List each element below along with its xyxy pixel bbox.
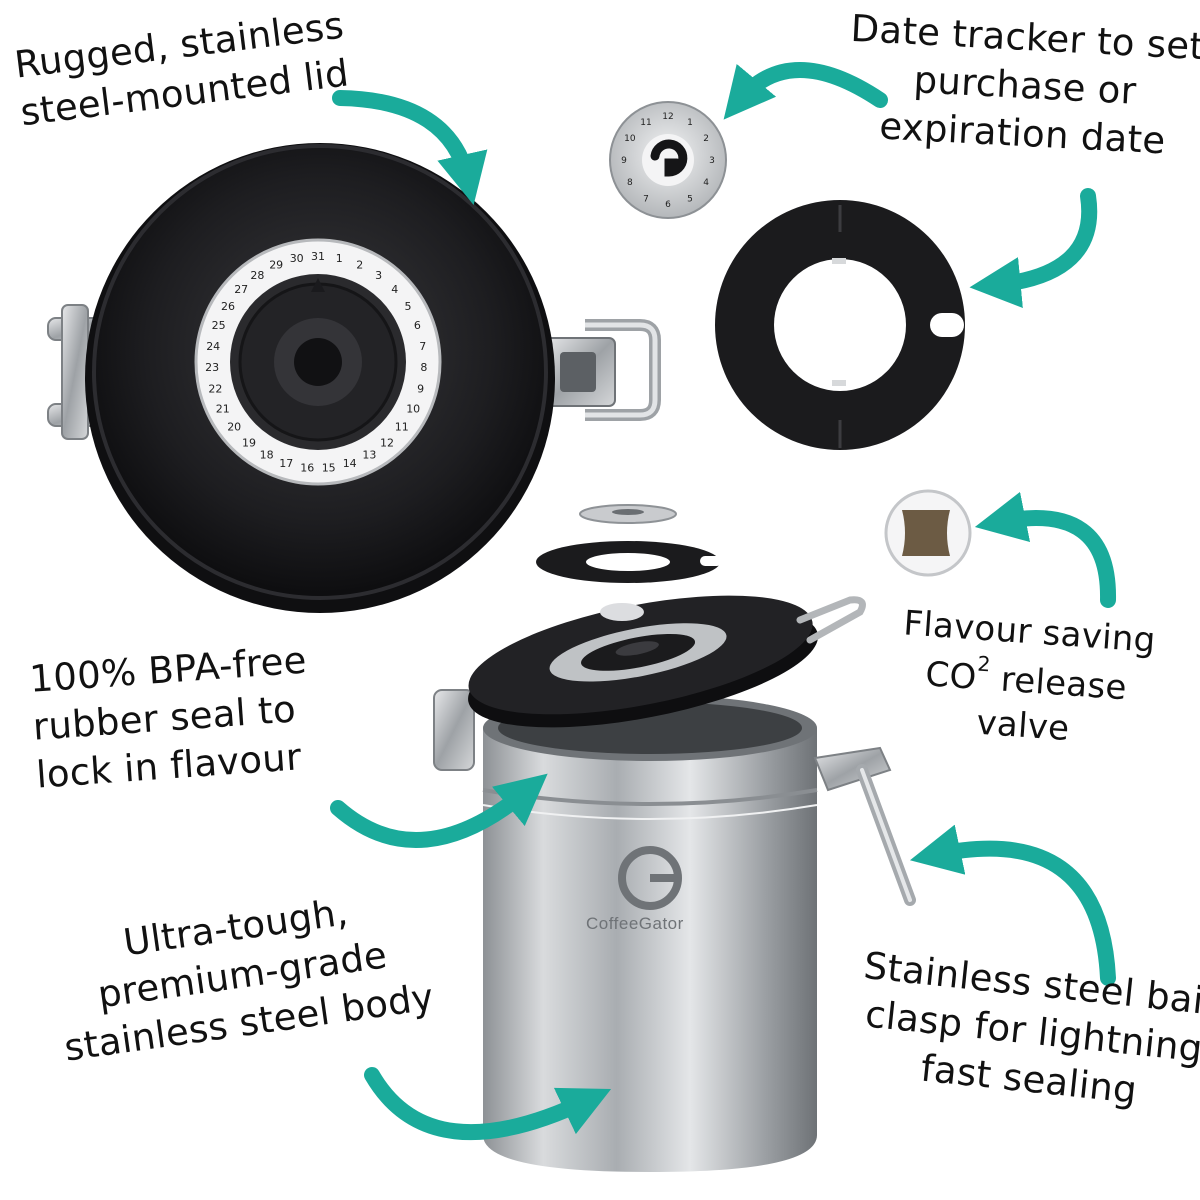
dial-numeral: 1 xyxy=(687,118,693,128)
dial-numeral: 17 xyxy=(279,457,293,470)
callout-arrows xyxy=(330,62,1117,1141)
dial-numeral: 6 xyxy=(414,319,421,332)
dial-numeral: 12 xyxy=(662,112,673,122)
dial-numeral: 15 xyxy=(322,461,336,474)
co2-prefix: CO xyxy=(924,654,978,699)
dial-numeral: 8 xyxy=(420,361,427,374)
dial-numeral: 14 xyxy=(343,457,357,470)
dial-numeral: 27 xyxy=(234,283,248,296)
arrow-date-tracker xyxy=(723,62,888,120)
dial-numeral: 5 xyxy=(405,300,412,313)
dial-numeral: 9 xyxy=(621,156,627,166)
arrow-lid xyxy=(332,90,488,205)
dial-numeral: 1 xyxy=(336,252,343,265)
coffee-canister xyxy=(433,595,916,1172)
co2-suffix: release xyxy=(988,659,1129,709)
dial-numeral: 25 xyxy=(212,319,226,332)
dial-numeral: 8 xyxy=(627,178,633,188)
dial-numeral: 10 xyxy=(624,134,636,144)
arrow-seal xyxy=(330,773,548,848)
co2-valve-part xyxy=(884,489,972,577)
dial-numeral: 7 xyxy=(419,340,426,353)
callout-date-tracker: Date tracker to set purchase or expirati… xyxy=(844,5,1200,168)
dial-numeral: 16 xyxy=(300,461,314,474)
dial-numeral: 12 xyxy=(380,436,394,449)
dial-numeral: 3 xyxy=(709,156,715,166)
dial-numeral: 28 xyxy=(250,269,264,282)
lid-clasp xyxy=(544,319,661,421)
date-tracker-ring xyxy=(715,200,965,450)
dial-numeral: 29 xyxy=(269,258,283,271)
arrow-body xyxy=(364,1067,612,1141)
dial-numeral: 5 xyxy=(687,194,693,204)
dial-numeral: 7 xyxy=(643,194,649,204)
dial-numeral: 9 xyxy=(417,382,424,395)
dial-numeral: 11 xyxy=(395,421,409,434)
arrow-clasp xyxy=(909,824,1116,986)
dial-numeral: 6 xyxy=(665,200,671,210)
exploded-valve-parts xyxy=(536,504,722,583)
dial-numeral: 23 xyxy=(205,361,219,374)
dial-numeral: 4 xyxy=(391,283,398,296)
dial-numeral: 2 xyxy=(356,258,363,271)
dial-numeral: 19 xyxy=(242,436,256,449)
dial-numeral: 30 xyxy=(290,252,304,265)
callout-seal: 100% BPA-free rubber seal to lock in fla… xyxy=(28,637,315,800)
dial-numeral: 26 xyxy=(221,300,235,313)
dial-numeral: 22 xyxy=(208,382,222,395)
callout-valve: Flavour saving CO2 release valve xyxy=(895,601,1157,756)
brand-logo-text: CoffeeGator xyxy=(586,914,684,933)
dial-numeral: 24 xyxy=(206,340,220,353)
dial-numeral: 2 xyxy=(703,134,709,144)
dial-numeral: 31 xyxy=(311,250,325,263)
arrow-ring xyxy=(969,188,1098,309)
dial-numeral: 10 xyxy=(406,403,420,416)
arrow-valve xyxy=(974,491,1117,608)
dial-numeral: 3 xyxy=(375,269,382,282)
dial-numeral: 20 xyxy=(227,421,241,434)
dial-numeral: 11 xyxy=(640,118,651,128)
dial-numeral: 21 xyxy=(216,403,230,416)
dial-numeral: 13 xyxy=(362,449,376,462)
dial-numeral: 4 xyxy=(703,178,709,188)
dial-numeral: 18 xyxy=(260,449,274,462)
